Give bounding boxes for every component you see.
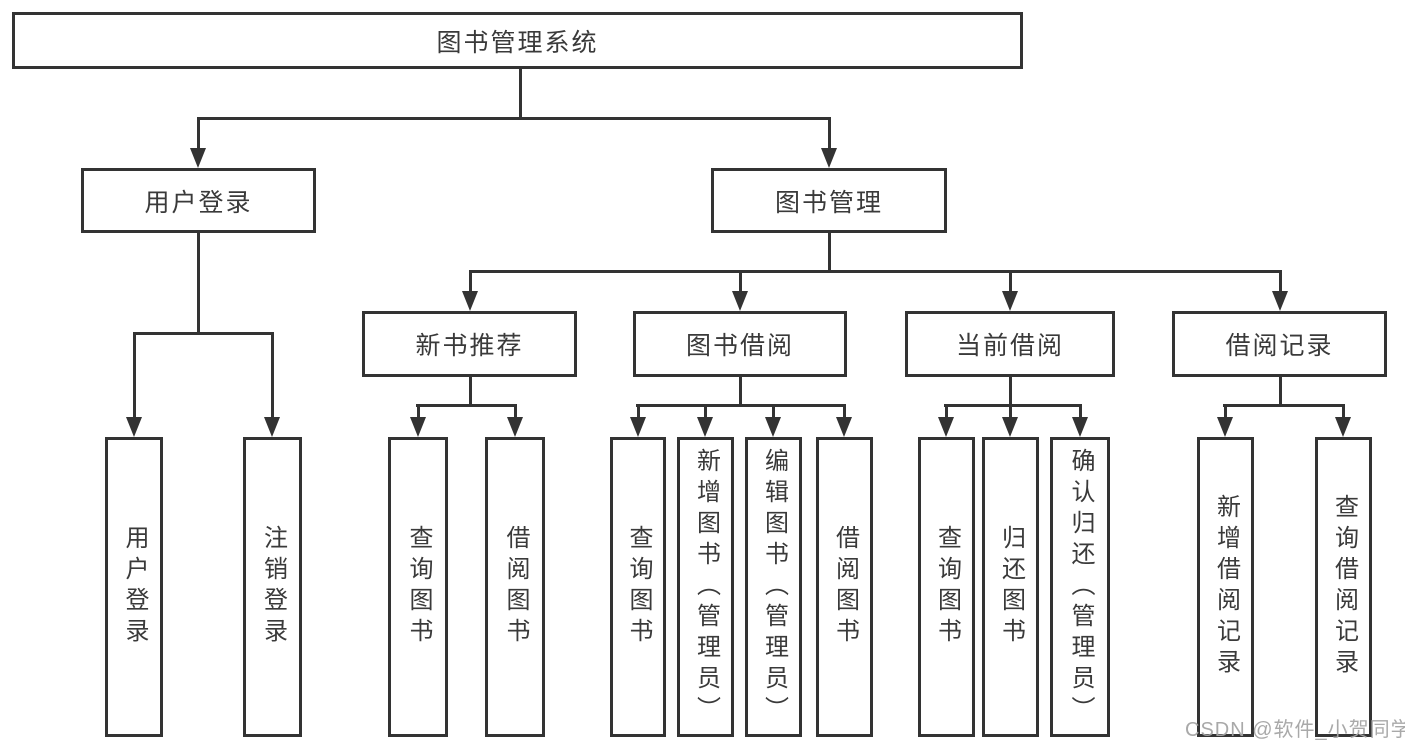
leaf-query-books-current: 查询图书	[918, 437, 975, 737]
connector-stub	[469, 377, 472, 407]
connector-drop	[772, 404, 775, 417]
leaf-borrow-books-borrowing: 借阅图书	[816, 437, 873, 737]
arrowhead-icon	[1217, 417, 1233, 437]
connector-drop	[843, 404, 846, 417]
connector-drop	[133, 332, 136, 417]
node-user-login: 用户登录	[81, 168, 316, 233]
connector-drop	[1342, 404, 1345, 417]
connector-rail	[1223, 404, 1345, 407]
connector-drop	[1009, 270, 1012, 291]
node-root: 图书管理系统	[12, 12, 1023, 69]
leaf-query-borrow-record: 查询借阅记录	[1315, 437, 1372, 737]
connector-drop	[417, 404, 420, 417]
arrowhead-icon	[938, 417, 954, 437]
connector-drop	[945, 404, 948, 417]
node-book-borrowing: 图书借阅	[633, 311, 847, 377]
connector-drop	[514, 404, 517, 417]
connector-rail	[416, 404, 517, 407]
connector-drop	[739, 270, 742, 291]
arrowhead-icon	[1072, 417, 1088, 437]
arrowhead-icon	[630, 417, 646, 437]
arrowhead-icon	[462, 291, 478, 311]
node-borrowing-records: 借阅记录	[1172, 311, 1387, 377]
arrowhead-icon	[821, 148, 837, 168]
connector-stub	[1279, 377, 1282, 407]
connector-rail	[197, 117, 831, 120]
connector-stub	[197, 233, 200, 335]
connector-stub	[519, 68, 522, 120]
connector-rail	[133, 332, 274, 335]
connector-stub	[1009, 377, 1012, 407]
arrowhead-icon	[1272, 291, 1288, 311]
connector-drop	[704, 404, 707, 417]
arrowhead-icon	[126, 417, 142, 437]
connector-drop	[1224, 404, 1227, 417]
connector-drop	[828, 117, 831, 148]
connector-stub	[739, 377, 742, 407]
node-current-borrowing: 当前借阅	[905, 311, 1115, 377]
leaf-logout: 注销登录	[243, 437, 302, 737]
leaf-return-book: 归还图书	[982, 437, 1039, 737]
connector-drop	[469, 270, 472, 291]
connector-rail	[944, 404, 1082, 407]
connector-stub	[828, 233, 831, 273]
arrowhead-icon	[1335, 417, 1351, 437]
connector-drop	[271, 332, 274, 417]
connector-rail	[469, 270, 1282, 273]
leaf-add-book-admin: 新增图书（管理员）	[677, 437, 734, 737]
arrowhead-icon	[765, 417, 781, 437]
leaf-user-login: 用户登录	[105, 437, 163, 737]
leaf-edit-book-admin: 编辑图书（管理员）	[745, 437, 802, 737]
connector-rail	[636, 404, 846, 407]
connector-drop	[1279, 270, 1282, 291]
arrowhead-icon	[697, 417, 713, 437]
arrowhead-icon	[836, 417, 852, 437]
arrowhead-icon	[410, 417, 426, 437]
connector-drop	[1079, 404, 1082, 417]
node-new-book-recommendation: 新书推荐	[362, 311, 577, 377]
connector-drop	[197, 117, 200, 148]
arrowhead-icon	[1002, 291, 1018, 311]
leaf-query-books-borrowing: 查询图书	[610, 437, 666, 737]
leaf-add-borrow-record: 新增借阅记录	[1197, 437, 1254, 737]
connector-drop	[1009, 404, 1012, 417]
watermark: CSDN @软件_小贺同学	[1185, 719, 1405, 741]
leaf-query-books-recommend: 查询图书	[388, 437, 448, 737]
arrowhead-icon	[190, 148, 206, 168]
arrowhead-icon	[507, 417, 523, 437]
node-book-management: 图书管理	[711, 168, 947, 233]
leaf-confirm-return-admin: 确认归还（管理员）	[1050, 437, 1110, 737]
arrowhead-icon	[1002, 417, 1018, 437]
arrowhead-icon	[732, 291, 748, 311]
arrowhead-icon	[264, 417, 280, 437]
connector-drop	[637, 404, 640, 417]
leaf-borrow-books-recommend: 借阅图书	[485, 437, 545, 737]
